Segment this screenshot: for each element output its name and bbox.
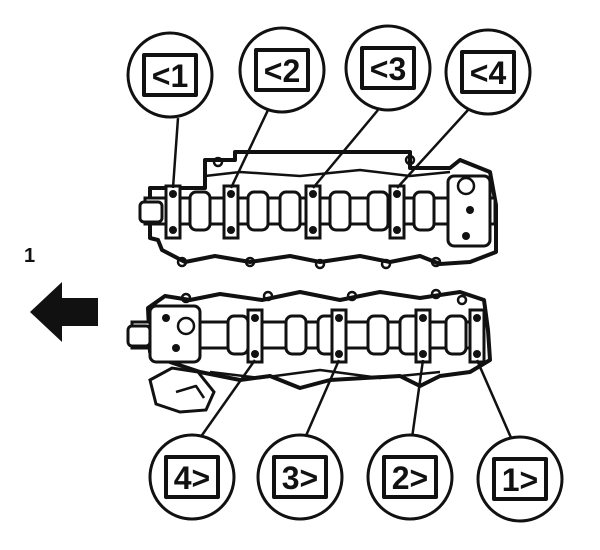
upper-cap-callout-2: <2	[238, 26, 326, 114]
lower-cap-callout-3: 3>	[256, 433, 344, 521]
lower-cap-callout-2: 2>	[366, 433, 454, 521]
lower-cap-callout-1: 1>	[476, 435, 564, 523]
svg-text:1>: 1>	[502, 462, 538, 498]
upper-camshaft-head	[138, 150, 498, 270]
svg-text:2>: 2>	[392, 460, 428, 496]
upper-cap-callout-4: <4	[444, 28, 532, 116]
svg-text:3>: 3>	[282, 460, 318, 496]
svg-text:<1: <1	[152, 58, 188, 94]
reference-number: 1	[24, 245, 35, 267]
svg-text:<2: <2	[264, 53, 300, 89]
lower-camshaft-head	[126, 288, 492, 414]
upper-cap-callout-1: <1	[126, 31, 214, 119]
upper-cap-callout-3: <3	[344, 24, 432, 112]
svg-text:<4: <4	[470, 55, 507, 91]
arrow-left-icon	[30, 282, 98, 342]
svg-text:4>: 4>	[174, 460, 210, 496]
svg-text:<3: <3	[370, 51, 406, 87]
lower-cap-callout-4: 4>	[148, 433, 236, 521]
